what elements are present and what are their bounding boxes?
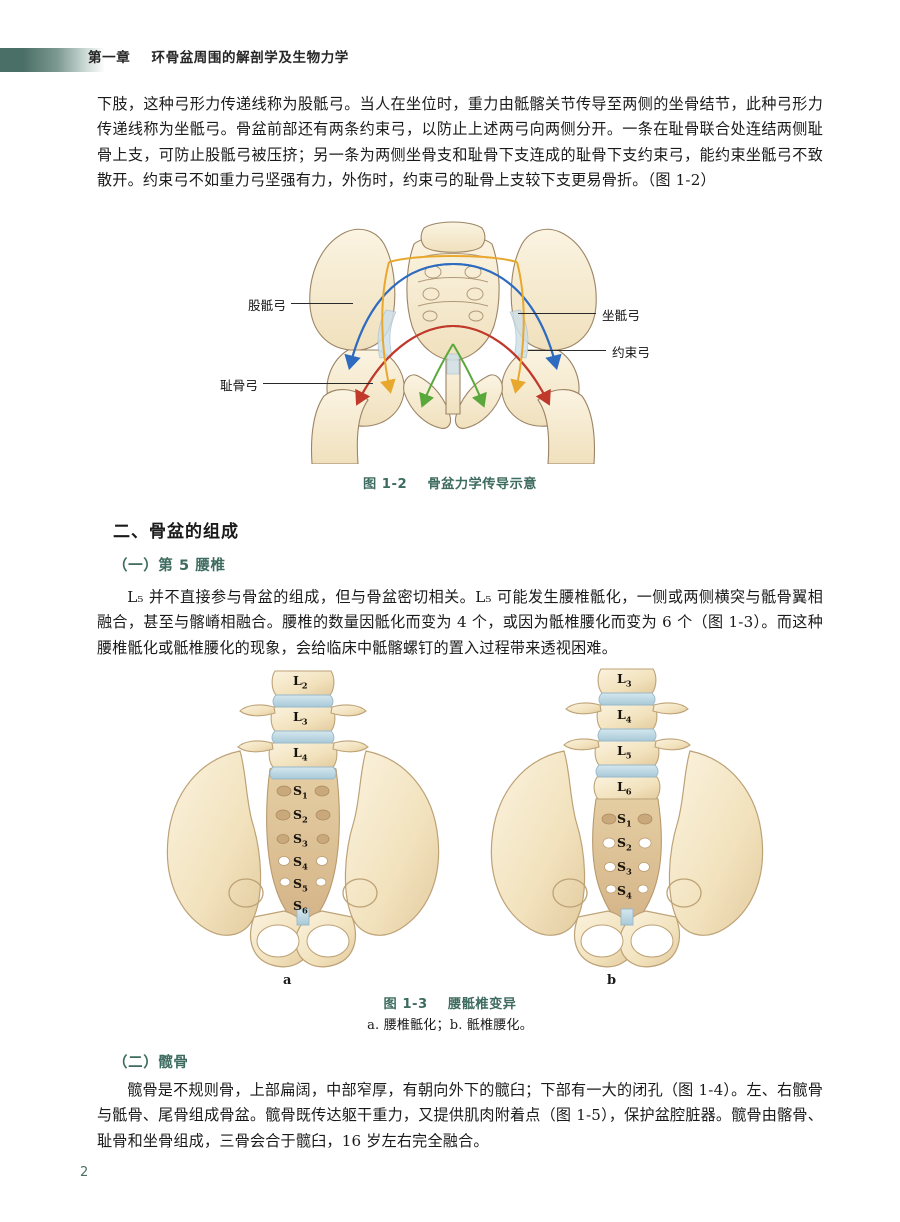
label-a-S3: S3: [293, 831, 308, 849]
subsection-heading-2: （二）髋骨: [113, 1055, 189, 1071]
label-a-S5: S5: [293, 876, 308, 894]
label-b-L3: L3: [617, 671, 632, 689]
panel-a-pelvis: [166, 670, 440, 968]
paragraph-1-block: 下肢，这种弓形力传递线称为股骶弓。当人在坐位时，重力由骶髂关节传导至两侧的坐骨结…: [97, 92, 823, 194]
label-b-S1: S1: [617, 811, 632, 829]
running-header: 第一章 环骨盆周围的解剖学及生物力学: [0, 44, 900, 74]
section-heading-2: 二、骨盆的组成: [113, 522, 239, 542]
panel-b-pelvis: [490, 668, 764, 968]
leader-line-left-bottom: [263, 383, 373, 384]
figure-1-3-caption: 图 1-3 腰骶椎变异: [383, 997, 517, 1012]
page-number: 2: [80, 1165, 89, 1180]
figure-1-3: L2 L3 L4 S1 S2 S3 S4 S5 S6 L3 L4 L5 L6 S…: [128, 663, 776, 988]
label-b-S4: S4: [617, 883, 632, 901]
fig12-label-pubic: 耻骨弓: [220, 378, 258, 393]
label-a-S4: S4: [293, 854, 308, 872]
label-b-S2: S2: [617, 835, 632, 853]
label-a-L3: L3: [293, 709, 308, 727]
paragraph-3-block: 髋骨是不规则骨，上部扁阔，中部窄厚，有朝向外下的髋臼；下部有一大的闭孔（图 1-…: [97, 1078, 823, 1154]
label-b-L5: L5: [617, 743, 632, 761]
pelvis-force-diagram: [309, 221, 597, 464]
figure-1-3-subcaption: a. 腰椎骶化；b. 骶椎腰化。: [367, 1018, 533, 1033]
label-b-S3: S3: [617, 859, 632, 877]
paragraph-1: 下肢，这种弓形力传递线称为股骶弓。当人在坐位时，重力由骶髂关节传导至两侧的坐骨结…: [97, 95, 823, 190]
label-a-S1: S1: [293, 783, 308, 801]
label-a-L2: L2: [293, 673, 308, 691]
fig12-label-tie: 约束弓: [612, 345, 650, 360]
label-b-L6: L6: [617, 779, 632, 797]
label-b-L4: L4: [617, 707, 632, 725]
subsection-heading-1: （一）第 5 腰椎: [113, 558, 226, 574]
header-accent-bar: [0, 48, 105, 72]
paragraph-3: 髋骨是不规则骨，上部扁阔，中部窄厚，有朝向外下的髋臼；下部有一大的闭孔（图 1-…: [97, 1081, 823, 1150]
label-a-L4: L4: [293, 745, 308, 763]
lumbosacral-variation-diagram: [166, 668, 764, 968]
chapter-title: 第一章 环骨盆周围的解剖学及生物力学: [88, 50, 349, 66]
paragraph-2-block: L₅ 并不直接参与骨盆的组成，但与骨盆密切相关。L₅ 可能发生腰椎骶化，一侧或两…: [97, 585, 823, 661]
leader-line-right-bottom: [528, 350, 606, 351]
paragraph-2: L₅ 并不直接参与骨盆的组成，但与骨盆密切相关。L₅ 可能发生腰椎骶化，一侧或两…: [97, 588, 823, 657]
fig12-label-ischiosacral: 坐骶弓: [602, 308, 640, 323]
leader-line-left-top: [291, 303, 353, 304]
fig12-label-femorosacral: 股骶弓: [248, 298, 286, 313]
figure-1-2: 股骶弓 耻骨弓 坐骶弓 约束弓: [220, 214, 678, 464]
leader-line-right-top: [518, 313, 596, 314]
panel-letter-a: a: [283, 973, 292, 988]
label-a-S6: S6: [293, 898, 308, 916]
panel-letter-b: b: [607, 973, 617, 988]
label-a-S2: S2: [293, 807, 308, 825]
figure-1-2-caption: 图 1-2 骨盆力学传导示意: [363, 477, 537, 492]
